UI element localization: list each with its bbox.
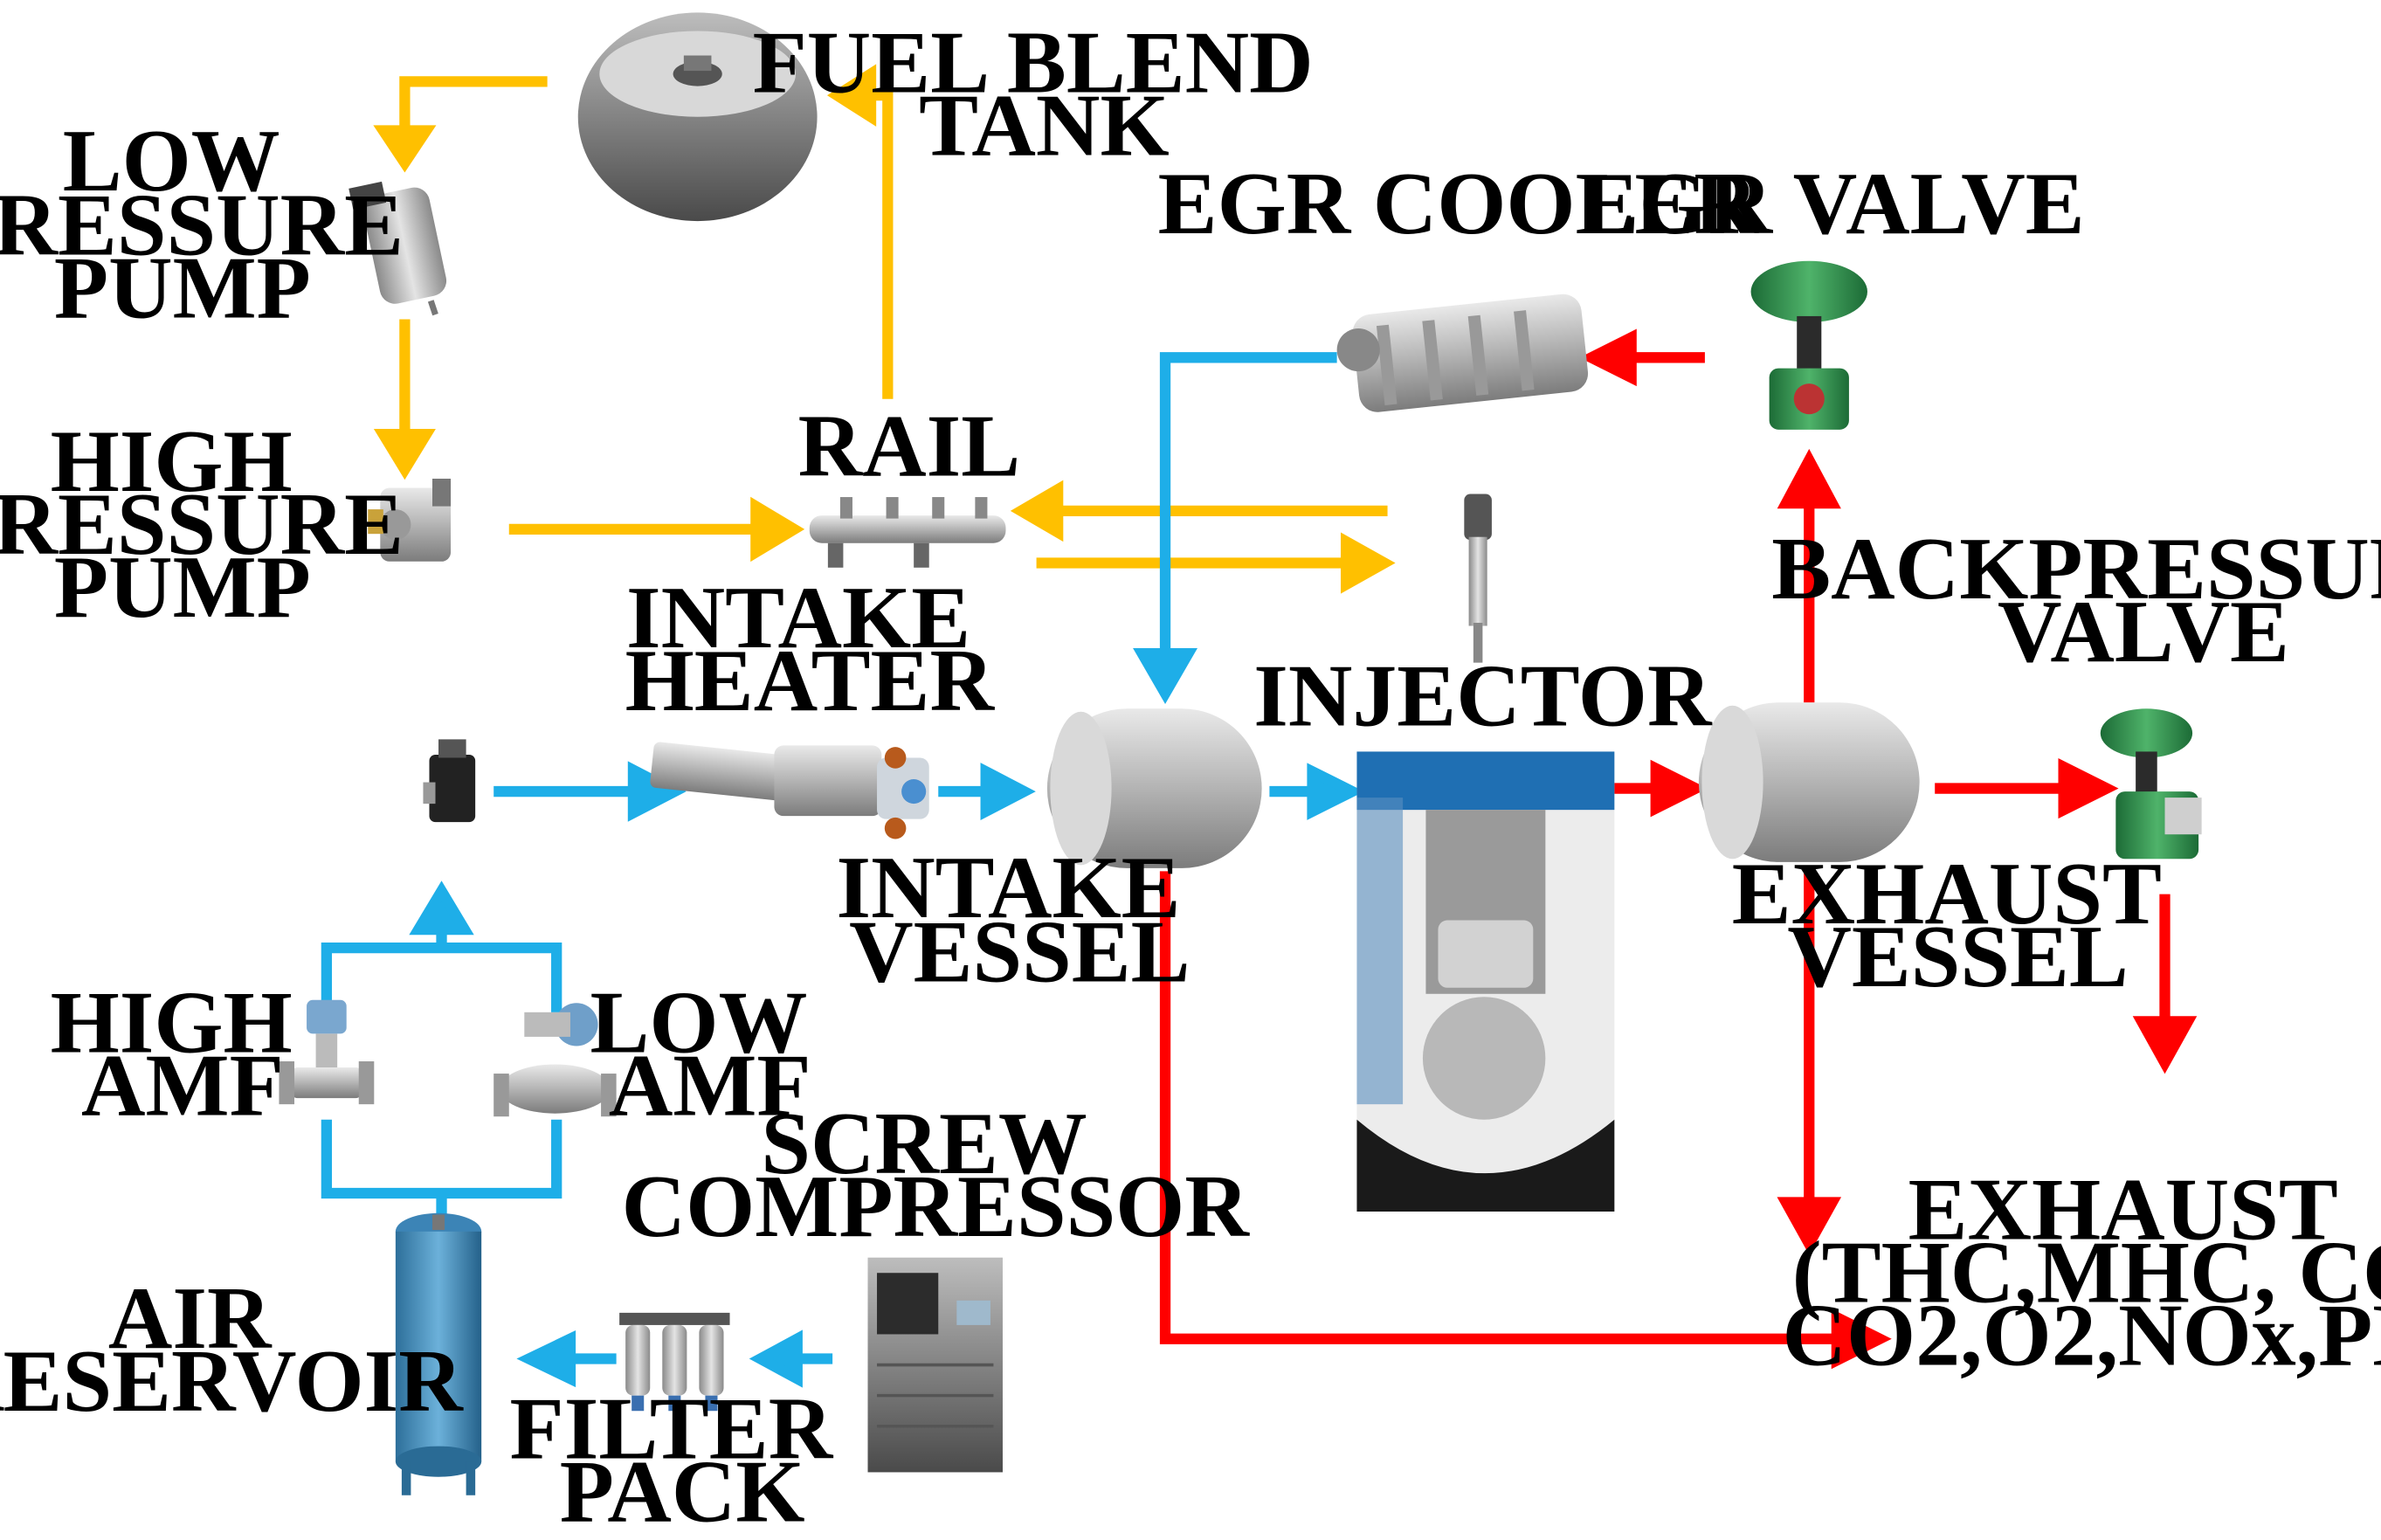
backpressure-valve-label: BACKPRESSURE VALVE — [1771, 520, 2381, 681]
fuel-lines — [373, 64, 1396, 594]
fuel-arrowhead — [750, 496, 805, 563]
air-arrowhead — [749, 1329, 803, 1388]
egr-cooler-icon — [1336, 293, 1589, 412]
screw-compressor-label: SCREW COMPRESSOR — [622, 1095, 1251, 1256]
high-pressure-pump-icon — [368, 478, 452, 562]
injector-icon — [1464, 494, 1492, 663]
pressure-regulator-icon — [423, 739, 476, 823]
fuel-arrowhead — [1010, 480, 1064, 542]
high-pressure-pump-label: HIGH PRESSURE PUMP — [0, 412, 425, 637]
exhaust-arrowhead — [2058, 758, 2119, 819]
exhaust-arrowhead — [1777, 448, 1841, 509]
air-arrowhead — [1307, 763, 1364, 820]
fuel-arrowhead — [373, 428, 436, 480]
exhaust-label: EXHAUST (THC,MHC, CO, CO2,O2,NOx,PM) — [1783, 1161, 2381, 1385]
fuel-rail-icon — [809, 497, 1006, 568]
air-reservoir-icon — [395, 1212, 482, 1495]
fuel-blend-tank-label: FUEL BLEND TANK — [753, 14, 1335, 176]
exhaust-arrowhead — [1777, 1197, 1842, 1255]
exhaust-arrowhead — [1579, 328, 1637, 387]
exhaust-arrowhead — [1650, 759, 1708, 818]
air-lines — [321, 352, 1364, 1388]
exhaust-line-intake-vessel-bypass — [1159, 871, 1840, 1344]
egr-cooler-label: EGR COOLER — [1158, 155, 1760, 253]
low-amf-label: LOW AMF — [590, 973, 830, 1135]
filter-pack-label: FILTER PACK — [510, 1380, 855, 1540]
rail-label: RAIL — [798, 397, 1021, 495]
injector-label: INJECTOR — [1253, 647, 1713, 746]
low-pressure-pump-label: LOW PRESSURE PUMP — [0, 112, 425, 338]
backpressure-valve-icon — [2100, 708, 2202, 860]
filter-pack-icon — [619, 1312, 730, 1412]
air-line-amf-loop — [321, 923, 562, 1219]
intake-vessel-label: INTAKE VESSEL — [837, 839, 1204, 1002]
exhaust-vessel-label: EXHAUST VESSEL — [1732, 845, 2184, 1006]
low-pressure-pump-icon — [349, 181, 447, 316]
fuel-line-tank-to-lp-pump — [399, 76, 548, 135]
fuel-arrowhead — [373, 125, 437, 173]
intake-heater-label: INTAKE HEATER — [625, 569, 996, 730]
labels: FUEL BLEND TANK LOW PRESSURE PUMP HIGH P… — [0, 14, 2381, 1540]
fuel-arrowhead — [1341, 532, 1396, 594]
low-amf-flowmeter-icon — [493, 1003, 617, 1117]
screw-compressor-icon — [867, 1257, 1003, 1473]
fuel-line-rail-return-to-tank — [867, 90, 894, 399]
air-arrowhead — [980, 763, 1036, 821]
intake-vessel-icon — [1046, 708, 1262, 868]
fuel-arrowhead — [826, 64, 877, 127]
exhaust-vessel-icon — [1698, 702, 1920, 862]
egr-valve-icon — [1750, 260, 1867, 430]
exhaust-lines — [1159, 328, 2198, 1370]
high-amf-label: HIGH AMF — [51, 973, 315, 1135]
air-line-egr-cooler-to-intake-vessel — [1159, 352, 1337, 657]
egr-valve-label: EGR VALVE — [1580, 155, 2085, 253]
intake-heater-icon — [650, 742, 929, 839]
toroidal-tank-icon — [577, 12, 818, 222]
high-amf-flowmeter-icon — [279, 999, 375, 1105]
air-arrowhead — [409, 880, 474, 936]
air-arrowhead — [516, 1329, 576, 1388]
exhaust-arrowhead — [2132, 1016, 2198, 1074]
air-arrowhead — [1133, 647, 1198, 705]
engine-cutaway-icon — [1356, 751, 1615, 1212]
exhaust-arrowhead — [1831, 1309, 1892, 1370]
